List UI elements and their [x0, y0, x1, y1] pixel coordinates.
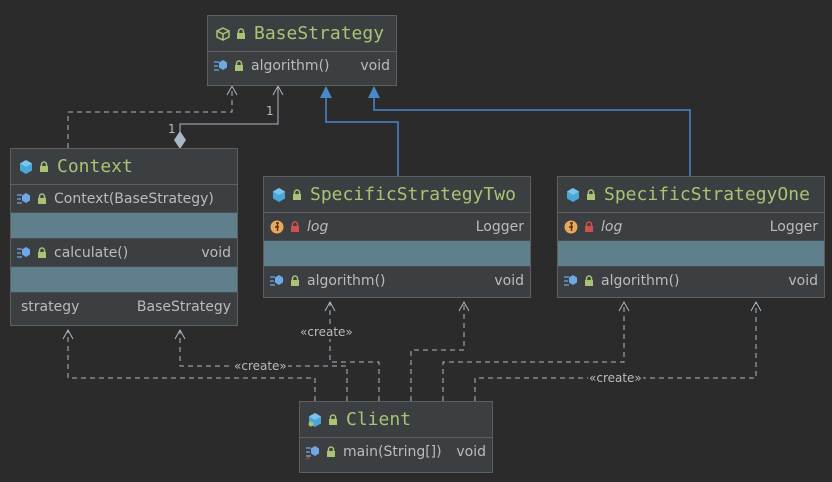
method-type: void	[494, 272, 524, 289]
empty-section	[11, 212, 237, 239]
method-name: main(String[])	[343, 443, 442, 460]
field-row[interactable]: log Logger	[264, 213, 530, 240]
class-icon	[19, 159, 33, 174]
create-label-two: «create»	[299, 325, 354, 339]
method-type: void	[360, 57, 390, 74]
lock-icon	[234, 27, 248, 41]
class-specific-strategy-two[interactable]: SpecificStrategyTwo log Logger algorithm…	[263, 176, 531, 298]
create-label-context: «create»	[233, 359, 288, 373]
field-type: Logger	[769, 218, 818, 235]
class-name: SpecificStrategyTwo	[310, 184, 516, 205]
create-label-one: «create»	[588, 371, 643, 385]
dependency-context-base	[67, 86, 233, 148]
class-name: SpecificStrategyOne	[604, 184, 810, 205]
lock-icon	[37, 160, 51, 174]
class-icon	[308, 412, 322, 427]
method-name: calculate()	[54, 244, 129, 261]
realization-one-line	[373, 96, 691, 176]
lock-icon	[582, 274, 596, 288]
method-icon	[564, 274, 578, 288]
class-icon	[566, 187, 580, 202]
method-row[interactable]: algorithm() void	[558, 267, 824, 294]
interface-icon	[216, 26, 230, 41]
class-header: Context	[11, 149, 237, 185]
class-header: SpecificStrategyOne	[558, 177, 824, 213]
property-row[interactable]: strategy BaseStrategy	[11, 293, 237, 320]
realization-two-line	[325, 96, 399, 176]
method-icon	[214, 59, 228, 73]
field-type: Logger	[475, 218, 524, 235]
property-type: BaseStrategy	[136, 298, 231, 315]
constructor-row[interactable]: Context(BaseStrategy)	[11, 185, 237, 212]
multiplicity-base: 1	[266, 104, 274, 118]
class-client[interactable]: Client s main(String[]) void	[299, 401, 493, 473]
method-name: algorithm()	[307, 272, 386, 289]
class-name: Context	[57, 156, 133, 177]
realization-arrowhead-two	[320, 86, 332, 98]
svg-text:s: s	[306, 453, 310, 459]
class-icon	[272, 187, 286, 202]
field-name: log	[307, 218, 329, 235]
method-icon	[17, 246, 31, 260]
class-name: Client	[346, 409, 412, 430]
empty-section	[558, 240, 824, 267]
static-field-icon	[270, 220, 284, 234]
class-header: BaseStrategy	[208, 16, 396, 52]
method-row[interactable]: algorithm() void	[208, 52, 396, 79]
lock-icon	[35, 246, 49, 260]
class-header: Client	[300, 402, 492, 438]
lock-icon	[232, 59, 246, 73]
method-row[interactable]: s main(String[]) void	[300, 438, 492, 465]
empty-section	[11, 266, 237, 293]
lock-icon	[290, 188, 304, 202]
method-type: void	[456, 443, 486, 460]
lock-icon	[288, 220, 302, 234]
field-name: log	[601, 218, 623, 235]
method-name: algorithm()	[601, 272, 680, 289]
method-icon	[270, 274, 284, 288]
class-name: BaseStrategy	[254, 23, 385, 44]
method-row[interactable]: calculate() void	[11, 239, 237, 266]
property-name: strategy	[21, 298, 80, 315]
method-row[interactable]: algorithm() void	[264, 267, 530, 294]
main-method-icon: s	[306, 445, 320, 459]
method-type: void	[788, 272, 818, 289]
method-icon	[17, 192, 31, 206]
method-name: algorithm()	[251, 57, 330, 74]
lock-icon	[35, 192, 49, 206]
class-header: SpecificStrategyTwo	[264, 177, 530, 213]
method-type: void	[201, 244, 231, 261]
lock-icon	[584, 188, 598, 202]
field-row[interactable]: log Logger	[558, 213, 824, 240]
static-field-icon	[564, 220, 578, 234]
class-specific-strategy-one[interactable]: SpecificStrategyOne log Logger algorithm…	[557, 176, 825, 298]
lock-icon	[288, 274, 302, 288]
lock-icon	[326, 413, 340, 427]
composition-diamond	[174, 131, 186, 149]
realization-arrowhead-one	[368, 86, 380, 98]
multiplicity-context: 1	[168, 122, 176, 136]
constructor-name: Context(BaseStrategy)	[54, 190, 214, 207]
lock-icon	[582, 220, 596, 234]
class-base-strategy[interactable]: BaseStrategy algorithm() void	[207, 15, 397, 86]
empty-section	[264, 240, 530, 267]
lock-icon	[324, 445, 338, 459]
class-context[interactable]: Context Context(BaseStrategy) calculate(…	[10, 148, 238, 326]
